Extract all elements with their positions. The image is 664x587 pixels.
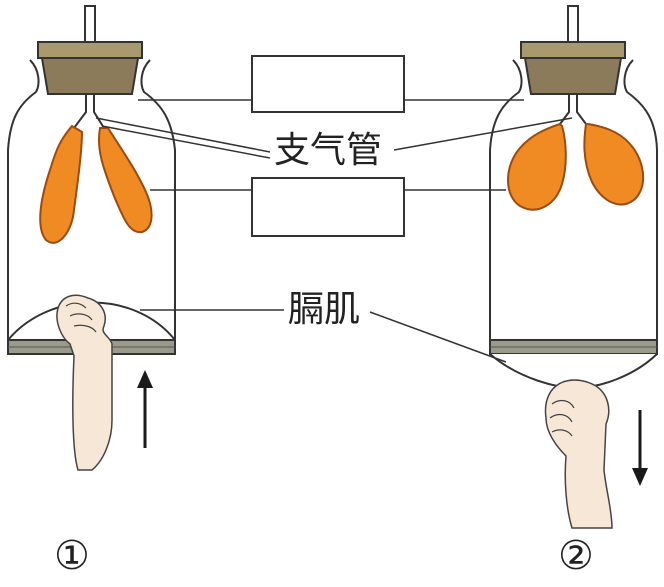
hand-right xyxy=(544,379,613,529)
cork-top-left xyxy=(37,41,143,59)
leader-bronchi-left-1 xyxy=(95,117,271,153)
leader-diaphragm-right xyxy=(369,311,507,363)
caption-model-2: ② xyxy=(558,533,594,579)
arrow-down-icon xyxy=(632,410,648,486)
bell-jar-left xyxy=(7,5,176,340)
arrow-up-icon xyxy=(137,370,153,448)
glass-tube-right xyxy=(567,5,579,47)
glass-tube-left xyxy=(84,5,96,47)
leader-bronchi-left-2 xyxy=(101,125,271,159)
bronchi-tube-left xyxy=(73,94,105,129)
diaphragm-right xyxy=(489,339,658,390)
blank-box-middle xyxy=(251,177,405,237)
cork-right xyxy=(523,57,623,95)
caption-model-1: ① xyxy=(54,533,90,579)
cork-top-right xyxy=(520,41,626,59)
lung-right-1 xyxy=(507,122,567,211)
diaphragm-label: 膈肌 xyxy=(284,292,365,328)
cork-left xyxy=(40,57,140,95)
bronchi-label: 支气管 xyxy=(270,133,387,169)
lung-left-1 xyxy=(39,124,84,244)
lung-right-2 xyxy=(583,123,645,206)
hand-left xyxy=(56,294,113,471)
lungs-left xyxy=(39,124,153,244)
jar-outline-right xyxy=(489,59,658,344)
lung-left-2 xyxy=(98,127,153,234)
jar-outline-left xyxy=(7,59,176,340)
blank-box-top xyxy=(251,55,405,113)
hand-icon xyxy=(56,294,113,471)
hand-icon xyxy=(544,379,613,529)
bell-jar-right xyxy=(489,5,658,344)
lungs-right xyxy=(507,122,645,211)
leader-bronchi-right xyxy=(393,117,573,151)
